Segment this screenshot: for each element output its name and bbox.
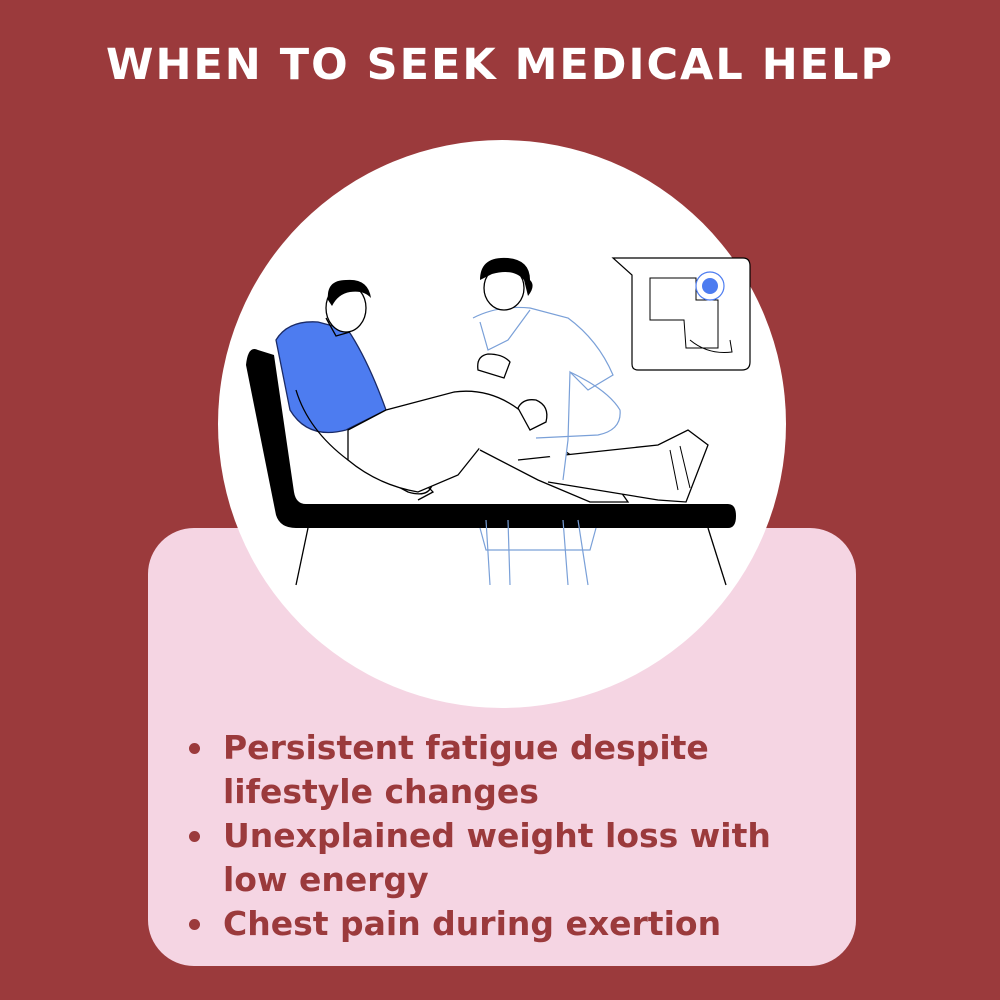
- bullet-dot: [189, 743, 200, 754]
- bullet-dot: [189, 919, 200, 930]
- doctor-patient-illustration: [246, 257, 751, 586]
- symptom-list: Persistent fatigue despite lifestyle cha…: [185, 726, 845, 946]
- list-item: Persistent fatigue despite lifestyle cha…: [185, 726, 845, 814]
- page-title: WHEN TO SEEK MEDICAL HELP: [106, 40, 894, 90]
- bullet-dot: [189, 831, 200, 842]
- list-item: Unexplained weight loss with low energy: [185, 814, 845, 902]
- list-item: Chest pain during exertion: [185, 902, 845, 946]
